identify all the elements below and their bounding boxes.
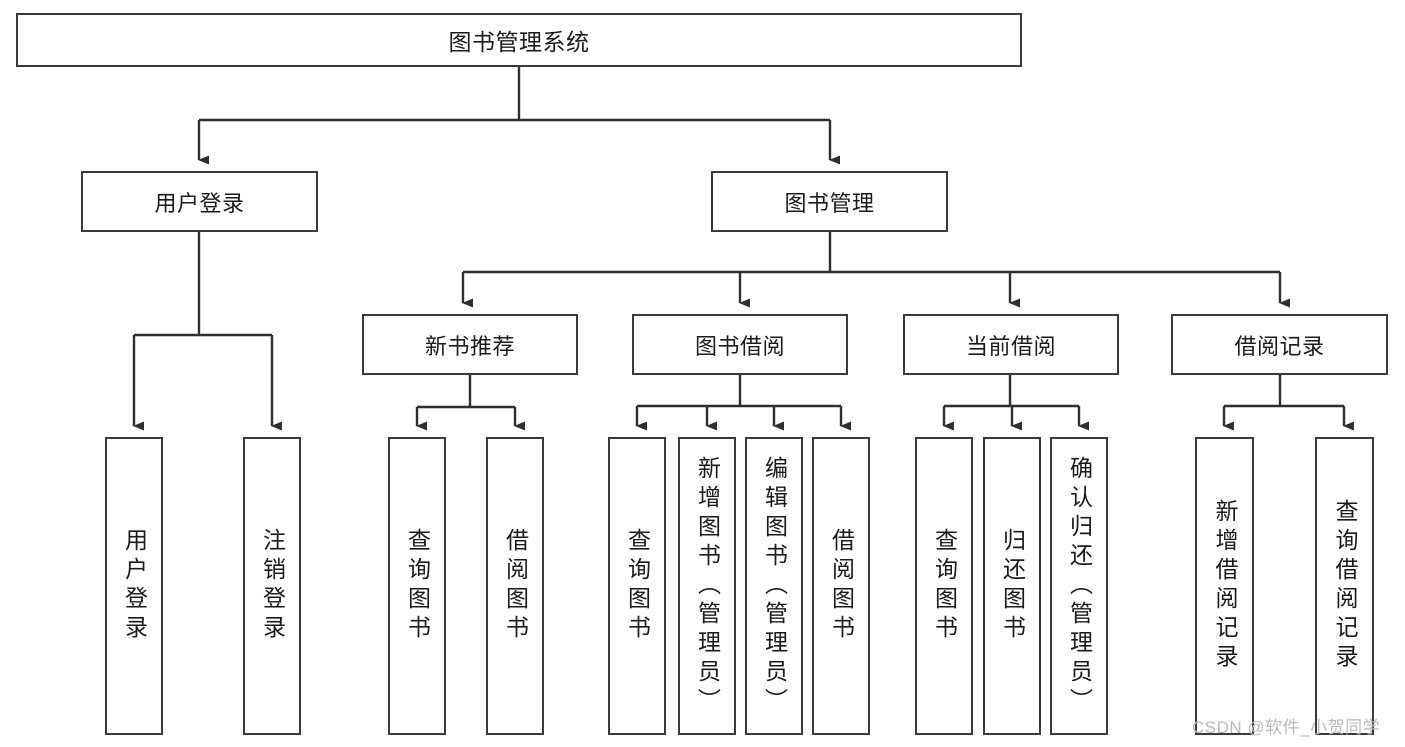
node-label: 借阅记录 — [1234, 333, 1325, 359]
node-current-borrow[interactable]: 当前借阅 — [903, 314, 1119, 375]
node-leaf-borrow-book-2[interactable]: 借阅图书 — [812, 437, 870, 735]
node-label: 归还图书 — [999, 528, 1026, 644]
node-label: 用户登录 — [121, 528, 148, 644]
node-label: 图书管理 — [784, 190, 875, 216]
node-label: 查询图书 — [624, 528, 651, 644]
node-label: 用户登录 — [154, 190, 245, 216]
node-root-system[interactable]: 图书管理系统 — [16, 13, 1022, 67]
node-label: 确认归还（管理员） — [1066, 455, 1093, 717]
node-leaf-edit-book[interactable]: 编辑图书（管理员） — [745, 437, 803, 735]
node-leaf-query-book-3[interactable]: 查询图书 — [915, 437, 973, 735]
node-new-book-recommend[interactable]: 新书推荐 — [362, 314, 578, 375]
csdn-watermark: CSDN @软件_小贺同学 — [1192, 718, 1381, 737]
node-leaf-add-record[interactable]: 新增借阅记录 — [1195, 437, 1254, 735]
node-label: 新增图书（管理员） — [694, 455, 721, 717]
node-leaf-user-login[interactable]: 用户登录 — [105, 437, 163, 735]
node-leaf-borrow-book-1[interactable]: 借阅图书 — [486, 437, 544, 735]
node-label: 当前借阅 — [965, 333, 1056, 359]
node-leaf-query-book-1[interactable]: 查询图书 — [388, 437, 446, 735]
node-leaf-return-book[interactable]: 归还图书 — [983, 437, 1041, 735]
node-label: 借阅图书 — [502, 528, 529, 644]
node-label: 新书推荐 — [424, 333, 515, 359]
node-leaf-query-record[interactable]: 查询借阅记录 — [1315, 437, 1374, 735]
node-leaf-query-book-2[interactable]: 查询图书 — [608, 437, 666, 735]
node-label: 查询图书 — [404, 528, 431, 644]
node-label: 新增借阅记录 — [1212, 499, 1238, 673]
node-label: 图书管理系统 — [448, 29, 590, 55]
node-label: 图书借阅 — [694, 333, 785, 359]
node-user-login[interactable]: 用户登录 — [81, 171, 318, 232]
node-label: 查询图书 — [931, 528, 958, 644]
node-borrow-record[interactable]: 借阅记录 — [1171, 314, 1388, 375]
node-book-borrow[interactable]: 图书借阅 — [632, 314, 848, 375]
node-label: 编辑图书（管理员） — [761, 455, 788, 717]
node-book-management[interactable]: 图书管理 — [711, 171, 948, 232]
node-leaf-logout-login[interactable]: 注销登录 — [243, 437, 301, 735]
node-leaf-confirm-return[interactable]: 确认归还（管理员） — [1050, 437, 1108, 735]
node-label: 查询借阅记录 — [1332, 499, 1358, 673]
node-label: 借阅图书 — [828, 528, 855, 644]
node-label: 注销登录 — [259, 528, 286, 644]
node-leaf-add-book[interactable]: 新增图书（管理员） — [678, 437, 736, 735]
